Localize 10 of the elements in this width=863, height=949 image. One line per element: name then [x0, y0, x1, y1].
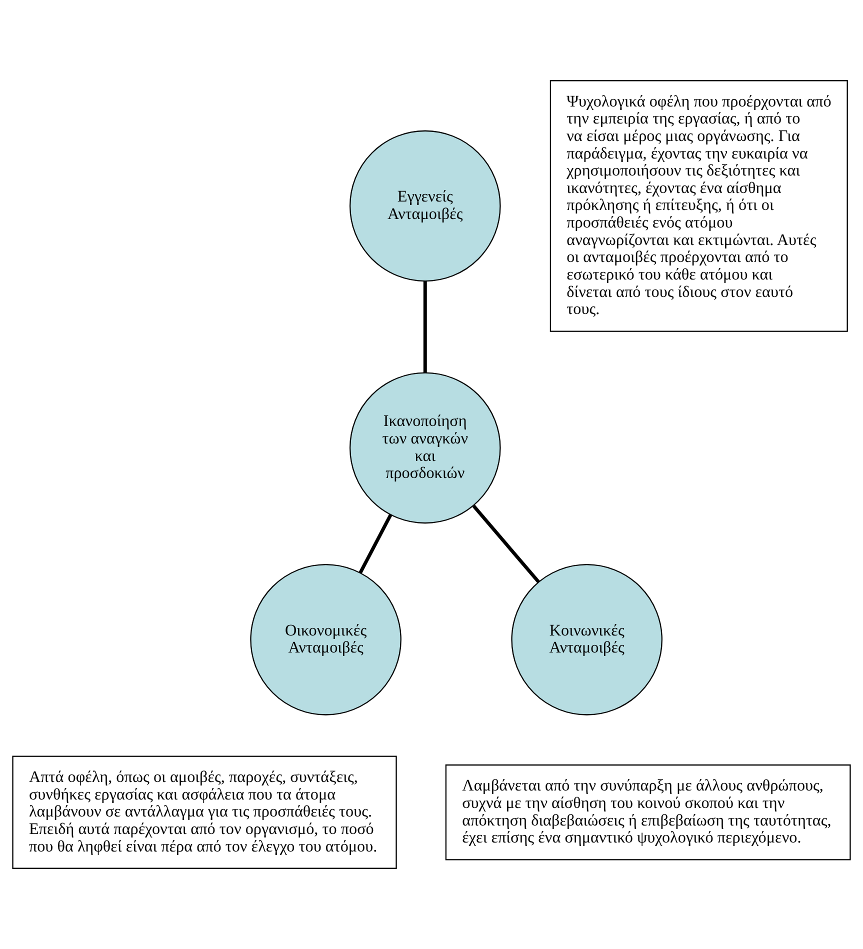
node-box: Ψυχολογικά οφέλη που προέρχονται από την εμπειρία της εργασίας, ή από το να είσαι μέρος μιας οργάνωσης. Για παράδειγμα, έχοντας την ευκαιρία να χρησιμοποιήσουν τις δεξιότητες και ικανότητες, έχοντας ένα αίσθημα πρόκλησης ή επίτευξης, ή ότι οι προσπάθειές ενός ατόμου αναγνωρίζονται και εκτιμώνται. Αυτές οι ανταμοιβές προέρχονται από το εσωτερικό του κάθε ατόμου και δίνεται από τους ίδιους στον εαυτό τους. [550, 80, 848, 332]
node-circle: Ικανοποίηση των αναγκών και προσδοκιών [349, 372, 501, 524]
connector [358, 514, 392, 574]
node-circle: Εγγενείς Ανταμοιβές [349, 130, 501, 282]
connector [423, 281, 427, 373]
node-circle: Οικονομικές Ανταμοιβές [250, 564, 402, 716]
connector [472, 504, 540, 584]
node-circle: Κοινωνικές Ανταμοιβές [511, 564, 663, 716]
node-box: Λαμβάνεται από την συνύπαρξη με άλλους ανθρώπους, συχνά με την αίσθηση του κοινού σκοπού και την απόκτηση διαβεβαιώσεις ή επιβεβαίωση της ταυτότητας, έχει επίσης ένα σημαντικό ψυχολογικό περιεχόμενο. [445, 764, 851, 860]
node-box: Απτά οφέλη, όπως οι αμοιβές, παροχές, συντάξεις, συνθήκες εργασίας και ασφάλεια που τα άτομα λαμβάνουν σε αντάλλαγμα για τις προσπάθειές τους. Επειδή αυτά παρέχονται από τον οργανισμό, το ποσό που θα ληφθεί είναι πέρα από τον έλεγχο του ατόμου. [12, 756, 397, 869]
